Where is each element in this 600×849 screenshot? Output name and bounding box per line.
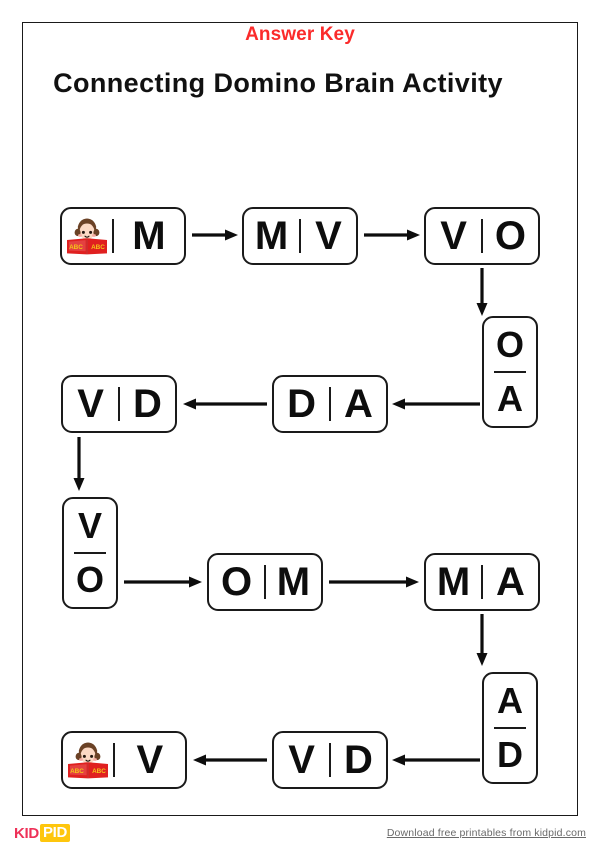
domino-7-bottom-value: O	[75, 559, 104, 601]
arrow-d1-to-d2	[192, 228, 238, 242]
domino-12[interactable]: ABC ABC V	[61, 731, 187, 789]
domino-divider	[329, 742, 331, 778]
domino-divider	[118, 386, 120, 422]
domino-6-left-value: V	[77, 382, 104, 426]
logo-kid-text: KID	[14, 824, 39, 842]
domino-4-top-value: O	[495, 323, 524, 365]
download-printables-link[interactable]: Download free printables from kidpid.com	[386, 827, 586, 839]
domino-divider	[493, 371, 527, 373]
arrow-d7-to-d8	[124, 575, 202, 589]
arrow-d5-to-d6	[183, 397, 267, 411]
domino-10[interactable]: A D	[482, 672, 538, 784]
domino-divider	[481, 564, 483, 600]
domino-5[interactable]: D A	[272, 375, 388, 433]
domino-8[interactable]: O M	[207, 553, 323, 611]
domino-9[interactable]: M A	[424, 553, 540, 611]
domino-8-left-value: O	[220, 560, 253, 604]
arrow-d10-to-d11	[392, 753, 480, 767]
domino-6[interactable]: V D	[61, 375, 177, 433]
domino-divider	[73, 552, 107, 554]
domino-10-bottom-value: D	[497, 734, 523, 776]
svg-text:ABC: ABC	[92, 768, 106, 775]
arrow-d11-to-d12	[193, 753, 267, 767]
domino-11[interactable]: V D	[272, 731, 388, 789]
arrow-d9-to-d10	[475, 614, 489, 666]
arrow-d4-to-d5	[392, 397, 480, 411]
svg-text:ABC: ABC	[69, 244, 83, 251]
answer-key-label: Answer Key	[245, 24, 355, 45]
domino-9-right-value: A	[496, 560, 525, 604]
page-title: Connecting Domino Brain Activity	[53, 68, 503, 98]
domino-1-right-value: M	[132, 214, 166, 258]
domino-4-bottom-value: A	[497, 378, 523, 420]
domino-11-left-value: V	[288, 738, 315, 782]
girl-reading-abc-book-icon: ABC ABC	[65, 739, 111, 781]
domino-10-top-value: A	[497, 679, 523, 721]
domino-divider	[113, 742, 115, 778]
kidpid-logo: KID PID	[14, 824, 71, 842]
arrow-d2-to-d3	[364, 228, 420, 242]
domino-2[interactable]: M V	[242, 207, 358, 265]
arrow-d3-to-d4	[475, 268, 489, 316]
domino-2-left-value: M	[254, 214, 289, 258]
girl-reading-abc-book-icon: ABC ABC	[64, 215, 110, 257]
domino-6-right-value: D	[133, 382, 162, 426]
domino-12-right-value: V	[136, 738, 164, 782]
domino-divider	[112, 218, 114, 254]
domino-divider	[329, 386, 331, 422]
footer: KID PID Download free printables from ki…	[0, 820, 600, 849]
domino-7[interactable]: V O	[62, 497, 118, 609]
domino-5-right-value: A	[344, 382, 373, 426]
domino-11-right-value: D	[344, 738, 373, 782]
domino-8-right-value: M	[276, 560, 311, 604]
domino-2-right-value: V	[315, 214, 342, 258]
domino-9-left-value: M	[436, 560, 471, 604]
domino-1[interactable]: ABC ABC M	[60, 207, 186, 265]
logo-pid-badge: PID	[39, 824, 71, 842]
domino-5-left-value: D	[287, 382, 316, 426]
arrow-d6-to-d7	[72, 437, 86, 491]
domino-4[interactable]: O A	[482, 316, 538, 428]
arrow-d8-to-d9	[329, 575, 419, 589]
domino-divider	[481, 218, 483, 254]
domino-divider	[264, 564, 266, 600]
domino-3[interactable]: V O	[424, 207, 540, 265]
domino-7-top-value: V	[77, 504, 102, 546]
domino-divider	[299, 218, 301, 254]
svg-text:ABC: ABC	[70, 768, 84, 775]
domino-3-left-value: V	[440, 214, 467, 258]
domino-3-right-value: O	[494, 214, 527, 258]
domino-divider	[493, 727, 527, 729]
svg-text:ABC: ABC	[91, 244, 105, 251]
